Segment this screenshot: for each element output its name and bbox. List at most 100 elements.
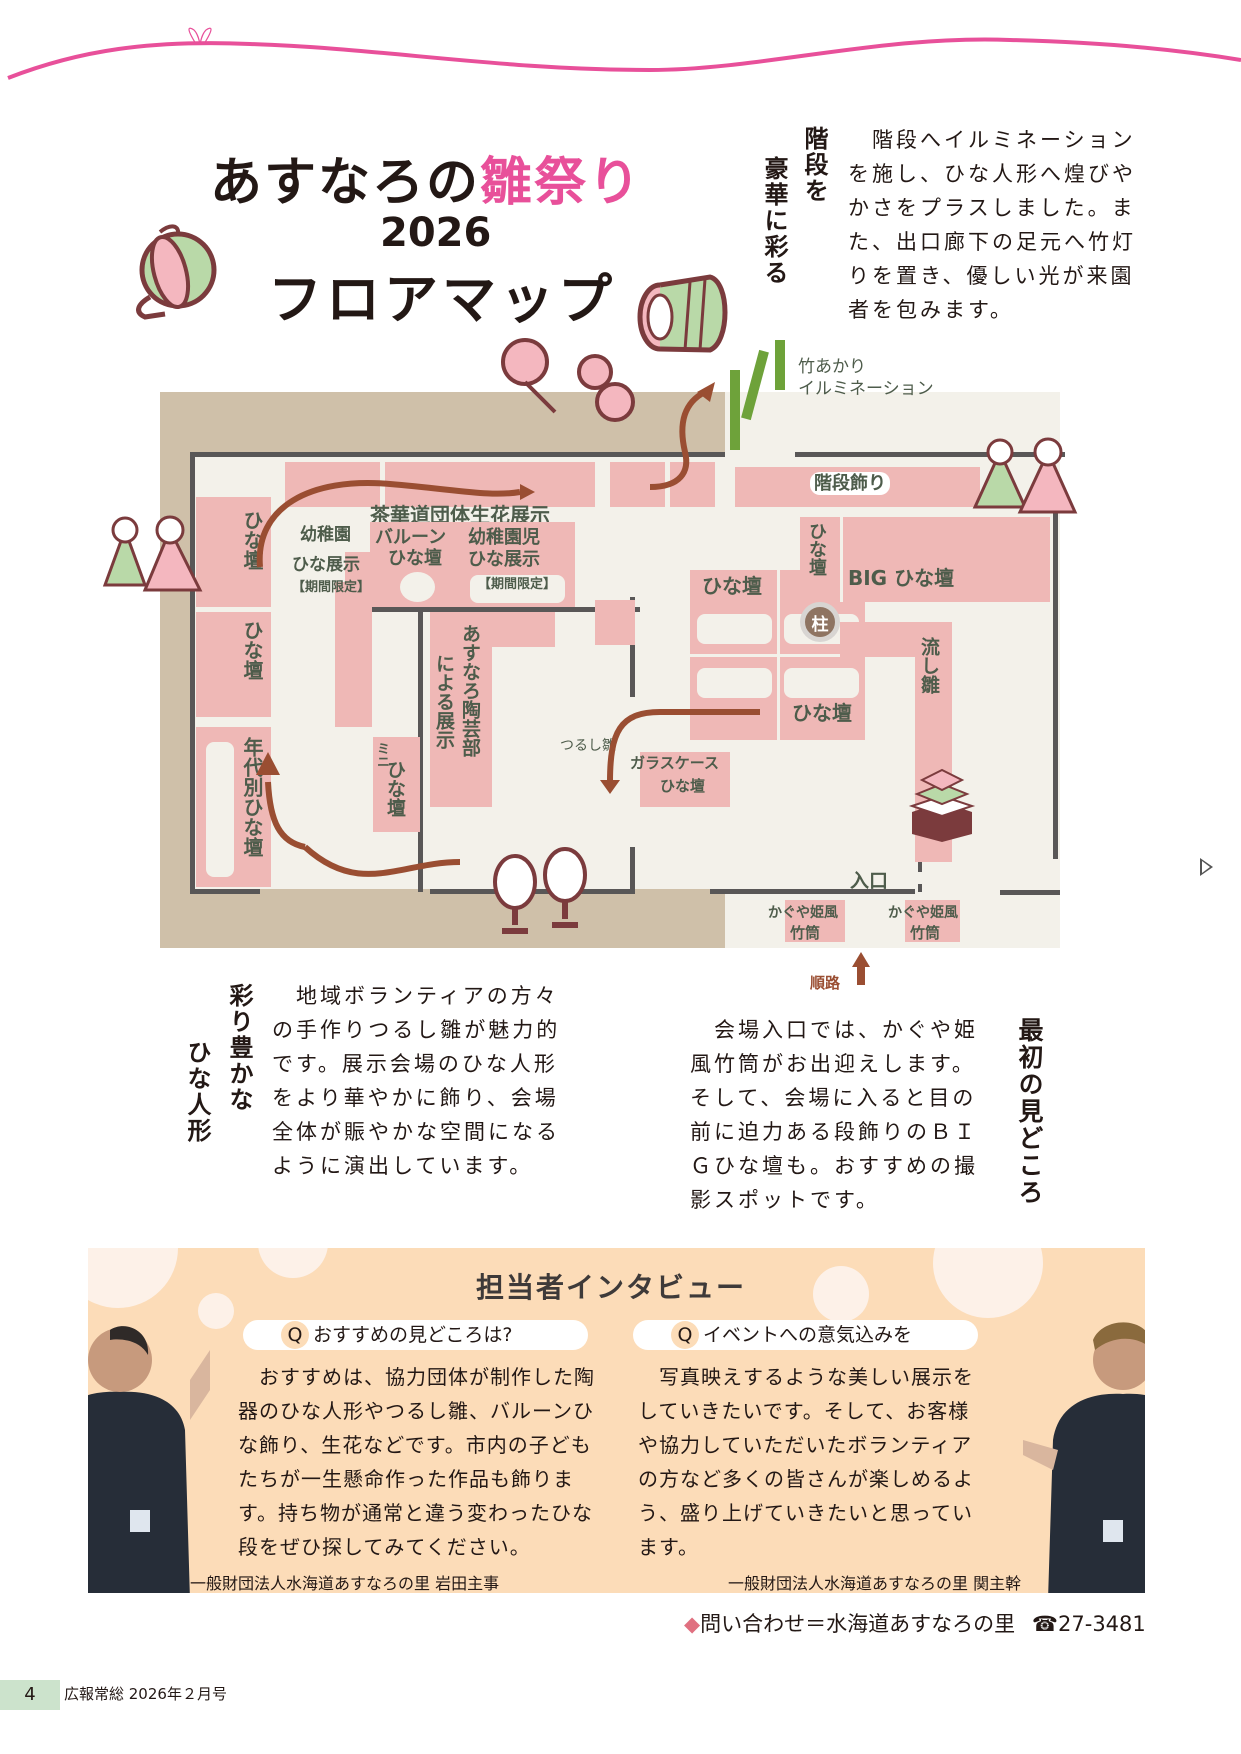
temari-ball-icon: [136, 224, 217, 320]
page-title: あすなろの雛祭り: [210, 153, 643, 213]
ribbon-icon: [188, 27, 212, 45]
label-tsurushi: つるし雛: [560, 738, 616, 754]
tsurushi-heading-line1: 彩り豊かな: [225, 983, 253, 1113]
label-bamboo-line2: イルミネーション: [798, 379, 934, 399]
wall: [190, 452, 725, 457]
staff-photo-left: [88, 1326, 210, 1593]
label-balloon-line1: バルーン: [375, 527, 447, 548]
table: [697, 668, 772, 698]
wall: [1000, 890, 1060, 895]
stairs-heading-line1: 階段を: [800, 126, 828, 204]
exhibit-zone: [785, 900, 845, 942]
signature-left: 一般財団法人水海道あすなろの里 岩田主事: [190, 1574, 500, 1593]
table: [784, 668, 859, 698]
decor-dot: [198, 1293, 234, 1329]
question-left: Q おすすめの見どころは?: [243, 1320, 588, 1350]
label-kinder1-line2: ひな展示: [292, 555, 360, 575]
floor-map: 茶華道団体生花展示 ひな壇 ひな壇 年代別ひな壇 幼稚園 ひな展示 【期間限定】…: [102, 338, 1078, 992]
label-limited1: 【期間限定】: [292, 580, 371, 595]
label-kaguya2-line1: かぐや姫風: [888, 905, 958, 921]
tsurushi-heading-line2: ひな人形: [183, 1040, 211, 1144]
wall: [630, 847, 635, 892]
contact-line: ◆問い合わせ＝水海道あすなろの里 ☎27-3481: [684, 1612, 1146, 1636]
phone-icon: ☎: [1031, 1612, 1059, 1636]
interview-title: 担当者インタビュー: [476, 1271, 747, 1304]
map-outer-left: [160, 392, 190, 948]
wall: [795, 452, 1065, 457]
label-kaguya1-line2: 竹筒: [790, 924, 821, 942]
route-arrows: [256, 382, 870, 985]
label-limited2: 【期間限定】: [478, 577, 557, 592]
tsurushi-article-body: 地域ボランティアの方々 の手作りつるし雛が魅力的 です。展示会場のひな人形 をよ…: [272, 984, 561, 1178]
divider: [840, 517, 843, 602]
decor-dot: [933, 1248, 1043, 1318]
label-pottery-line2: による展示: [433, 654, 455, 749]
next-page-arrow-icon[interactable]: [1200, 858, 1213, 876]
wall: [630, 597, 635, 697]
title-subtitle: フロアマップ: [268, 268, 616, 331]
label-big-hinadan: BIG ひな壇: [848, 566, 955, 590]
table: [206, 742, 234, 877]
plum-blossom-icon: [501, 338, 635, 422]
exhibit-zone: [640, 752, 730, 807]
staff-photo-right: [1023, 1322, 1145, 1593]
exhibit-zone: [373, 737, 420, 832]
phone-number[interactable]: 27-3481: [1058, 1612, 1146, 1636]
answer-right: 写真映えするような美しい展示を していきたいです。そして、お客様 や協力していた…: [638, 1365, 974, 1559]
table: [470, 575, 565, 603]
wall: [418, 607, 423, 892]
page-number: 4: [0, 1680, 60, 1710]
question-right: Q イベントへの意気込みを: [633, 1320, 978, 1350]
label-mini-prefix: ミニ: [374, 742, 389, 768]
label-bamboo-line1: 竹あかり: [798, 357, 866, 377]
lantern-icon: [493, 847, 587, 934]
wall: [710, 889, 915, 894]
decor-dot: [258, 1248, 328, 1278]
label-hinadan-center1: ひな壇: [702, 574, 762, 598]
label-hinadan-center2: ひな壇: [792, 701, 852, 725]
table: [697, 614, 772, 644]
q-badge: Q: [281, 1321, 309, 1349]
label-kaguya1-line1: かぐや姫風: [768, 905, 838, 921]
diamond-icon: ◆: [684, 1612, 701, 1636]
wall: [190, 889, 260, 894]
wall: [370, 607, 640, 612]
decor-dot: [88, 1248, 178, 1308]
exhibit-zone: [335, 582, 372, 727]
answer-left: おすすめは、協力団体が制作した陶 器のひな人形やつるし雛、バルーンひ な飾り、生…: [238, 1365, 595, 1559]
label-kinder2-line2: ひな展示: [468, 549, 540, 570]
label-kinder2-line1: 幼稚園児: [468, 527, 540, 548]
first-article-body: 会場入口では、かぐや姫 風竹筒がお出迎えします。 そして、会場に入ると目の 前に…: [690, 1018, 978, 1212]
first-article-heading: 最初の見どころ: [1015, 1017, 1044, 1206]
label-entrance: 入口: [850, 870, 889, 892]
wall: [1053, 479, 1058, 859]
label-kinder1-line1: 幼稚園: [300, 525, 351, 545]
decor-dot: [813, 1266, 869, 1322]
label-tea-flower: 茶華道団体生花展示: [370, 503, 550, 527]
exhibit-zone: [196, 612, 271, 717]
label-glass-line1: ガラスケース: [630, 754, 719, 772]
label-pottery-line1: あすなろ陶芸部: [459, 624, 481, 757]
stairs-heading-line2: 豪華に彩る: [760, 156, 788, 286]
exhibit-zone: [670, 462, 715, 507]
label-mini-hinadan: ひな壇: [384, 760, 406, 817]
title-year: 2026: [380, 210, 492, 256]
label-era-hinadan: 年代別ひな壇: [240, 737, 264, 857]
hina-dolls-icon: [972, 437, 1078, 514]
title-accent: 雛祭り: [480, 153, 643, 213]
pillar-icon: 柱: [800, 602, 840, 642]
label-hinadan-right: ひな壇: [806, 522, 827, 576]
divider: [777, 570, 780, 740]
header-wave-decoration: [7, 27, 1241, 80]
exhibit-zone: [595, 600, 635, 645]
label-glass-line2: ひな壇: [660, 777, 706, 795]
map-outer-bottom: [160, 889, 725, 948]
label-route: 順路: [810, 974, 841, 992]
exhibit-zone: [430, 612, 492, 807]
stairs-article-body: 階段へイルミネーション を施し、ひな人形へ煌びや かさをプラスしました。ま た、…: [848, 128, 1136, 322]
bamboo-icon: [730, 340, 785, 450]
label-hinadan-left2: ひな壇: [240, 620, 264, 680]
exhibit-zone: [905, 900, 960, 942]
hishi-mochi-icon: [908, 768, 976, 842]
drum-icon: [637, 274, 728, 353]
